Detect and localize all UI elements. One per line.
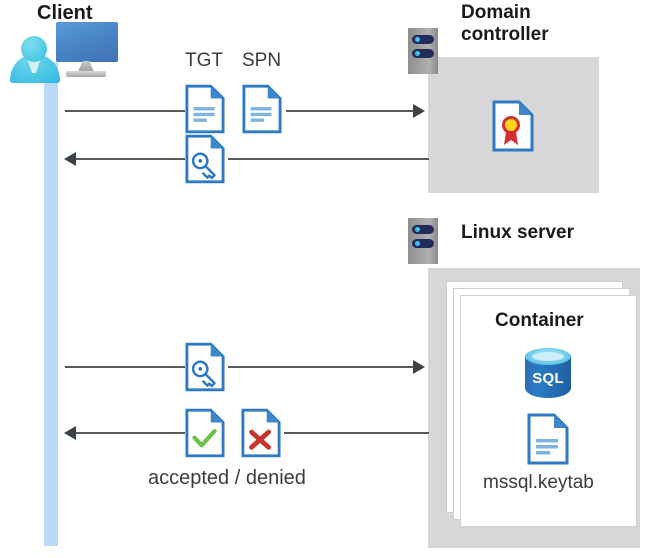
domain-controller-label: Domain controller — [461, 2, 549, 46]
rack-status-dot — [415, 227, 420, 232]
arrowhead-to-domain-controller — [413, 104, 425, 118]
rack-bar — [412, 239, 434, 248]
flow-line-tgt-spn-left — [65, 110, 185, 112]
arrowhead-to-client-upper — [64, 152, 76, 166]
container-label: Container — [495, 310, 584, 331]
arrowhead-to-linux-server — [413, 360, 425, 374]
server-rack-icon — [408, 218, 438, 264]
cross-document-icon — [241, 408, 281, 458]
client-label: Client — [37, 2, 93, 24]
db-cylinder-top — [525, 348, 571, 365]
user-workstation-icon — [8, 22, 118, 83]
monitor-base — [66, 71, 106, 77]
db-cylinder-top-inner — [532, 352, 564, 361]
keytab-document-icon — [527, 413, 569, 465]
sql-database-icon: SQL — [525, 348, 571, 404]
keytab-filename-label: mssql.keytab — [483, 472, 594, 493]
rack-status-dot — [415, 37, 420, 42]
flow-line-present-left — [65, 366, 185, 368]
server-rack-icon — [408, 28, 438, 74]
document-icon — [185, 84, 225, 134]
auth-result-caption: accepted / denied — [148, 467, 306, 489]
sql-database-text: SQL — [532, 370, 564, 387]
rack-status-dot — [415, 241, 420, 246]
person-head — [21, 36, 47, 62]
spn-label: SPN — [242, 50, 282, 71]
arrowhead-to-client-lower — [64, 426, 76, 440]
key-document-icon — [185, 342, 225, 392]
container-card-front[interactable]: Container SQL mssql.keytab — [460, 295, 637, 527]
client-lifeline — [44, 62, 58, 546]
linux-server-label: Linux server — [461, 222, 574, 243]
flow-line-present-right — [228, 366, 414, 368]
check-document-icon — [185, 408, 225, 458]
flow-line-ticket-left — [76, 158, 185, 160]
flow-line-result-left — [76, 432, 185, 434]
key-document-icon — [185, 134, 225, 184]
flow-line-tgt-spn-right — [286, 110, 414, 112]
rack-bar — [412, 35, 434, 44]
rack-bar — [412, 49, 434, 58]
certificate-document-icon — [492, 100, 534, 152]
monitor-neck — [78, 61, 94, 72]
flow-line-ticket-right — [228, 158, 429, 160]
document-icon — [242, 84, 282, 134]
monitor-screen — [56, 22, 118, 62]
rack-status-dot — [415, 51, 420, 56]
flow-line-result-right — [284, 432, 429, 434]
tgt-label: TGT — [185, 50, 223, 71]
rack-bar — [412, 225, 434, 234]
